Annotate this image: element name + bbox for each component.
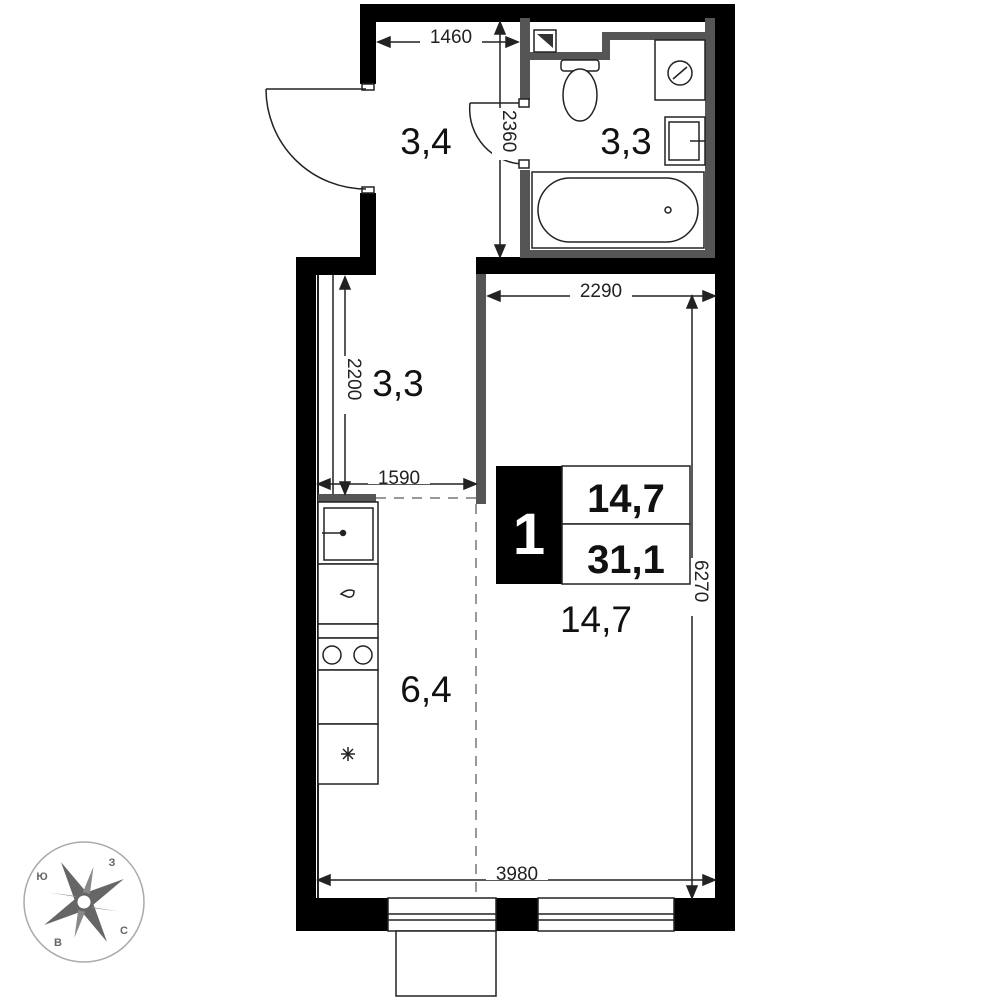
cooktop-icon <box>317 623 379 671</box>
partition-bath-right <box>705 18 715 258</box>
living-area-value: 14,7 <box>587 477 665 521</box>
partition-bath-top-a <box>530 52 610 60</box>
partition-living-left <box>476 274 486 504</box>
wall-bottom-middle <box>496 898 538 931</box>
wall-hall-left-lower <box>360 193 376 275</box>
partition-kitchen-top <box>318 494 376 502</box>
compass-north: Ю <box>36 871 47 883</box>
wall-bottom-left <box>296 898 388 931</box>
dimension-living-height: 6270 <box>690 560 711 602</box>
dimension-total-width: 3980 <box>496 864 538 885</box>
partition-bath-top-c <box>602 32 705 40</box>
balcony <box>395 930 497 997</box>
area-corridor: 3,3 <box>372 363 423 404</box>
dimension-lines <box>316 20 717 900</box>
wall-top <box>360 4 735 22</box>
bathroom-door <box>468 98 532 170</box>
compass-west: З <box>109 857 116 869</box>
toilet-icon <box>560 59 600 122</box>
area-hall: 3,4 <box>400 121 451 162</box>
dishwasher-icon <box>317 563 379 625</box>
bathtub-icon <box>531 171 705 249</box>
compass-rose: Ю З С В <box>23 841 145 963</box>
dimension-hall-height: 2360 <box>498 110 519 152</box>
wall-left <box>296 257 316 931</box>
partition-bath-floor <box>530 250 705 258</box>
dimension-hall-width: 1460 <box>430 27 472 48</box>
total-area-value: 31,1 <box>587 538 665 582</box>
room-count: 1 <box>513 502 545 567</box>
vent-icon <box>533 29 557 53</box>
compass-south: С <box>120 925 128 937</box>
washbasin-icon <box>664 116 706 166</box>
area-living: 14,7 <box>560 599 632 640</box>
entrance-door <box>265 83 375 194</box>
wall-right <box>715 4 735 931</box>
wall-bottom-right <box>674 898 735 931</box>
partition-bath-top-b <box>602 32 610 60</box>
kitchen-zone-boundary <box>376 497 477 898</box>
dimension-corridor-width: 1590 <box>378 468 420 489</box>
window-right <box>537 897 675 932</box>
kitchen-sink-icon <box>317 501 379 565</box>
area-kitchen: 6,4 <box>400 669 451 710</box>
dimension-living-width: 2290 <box>580 281 622 302</box>
summary-badge: 1 14,7 31,1 <box>496 465 691 585</box>
window-left <box>387 897 497 932</box>
exterior-walls <box>296 4 735 931</box>
kitchen-counter <box>317 669 379 725</box>
fridge-icon <box>317 723 379 785</box>
area-bathroom: 3,3 <box>600 121 651 162</box>
kitchen-appliances <box>317 501 379 785</box>
compass-east: В <box>54 937 62 949</box>
wall-bathroom-bottom <box>476 257 735 274</box>
dimension-corridor-height: 2200 <box>343 358 364 400</box>
bathroom-fixtures <box>531 29 706 249</box>
wall-hall-left-upper <box>360 4 376 84</box>
washing-machine-icon <box>654 39 706 101</box>
